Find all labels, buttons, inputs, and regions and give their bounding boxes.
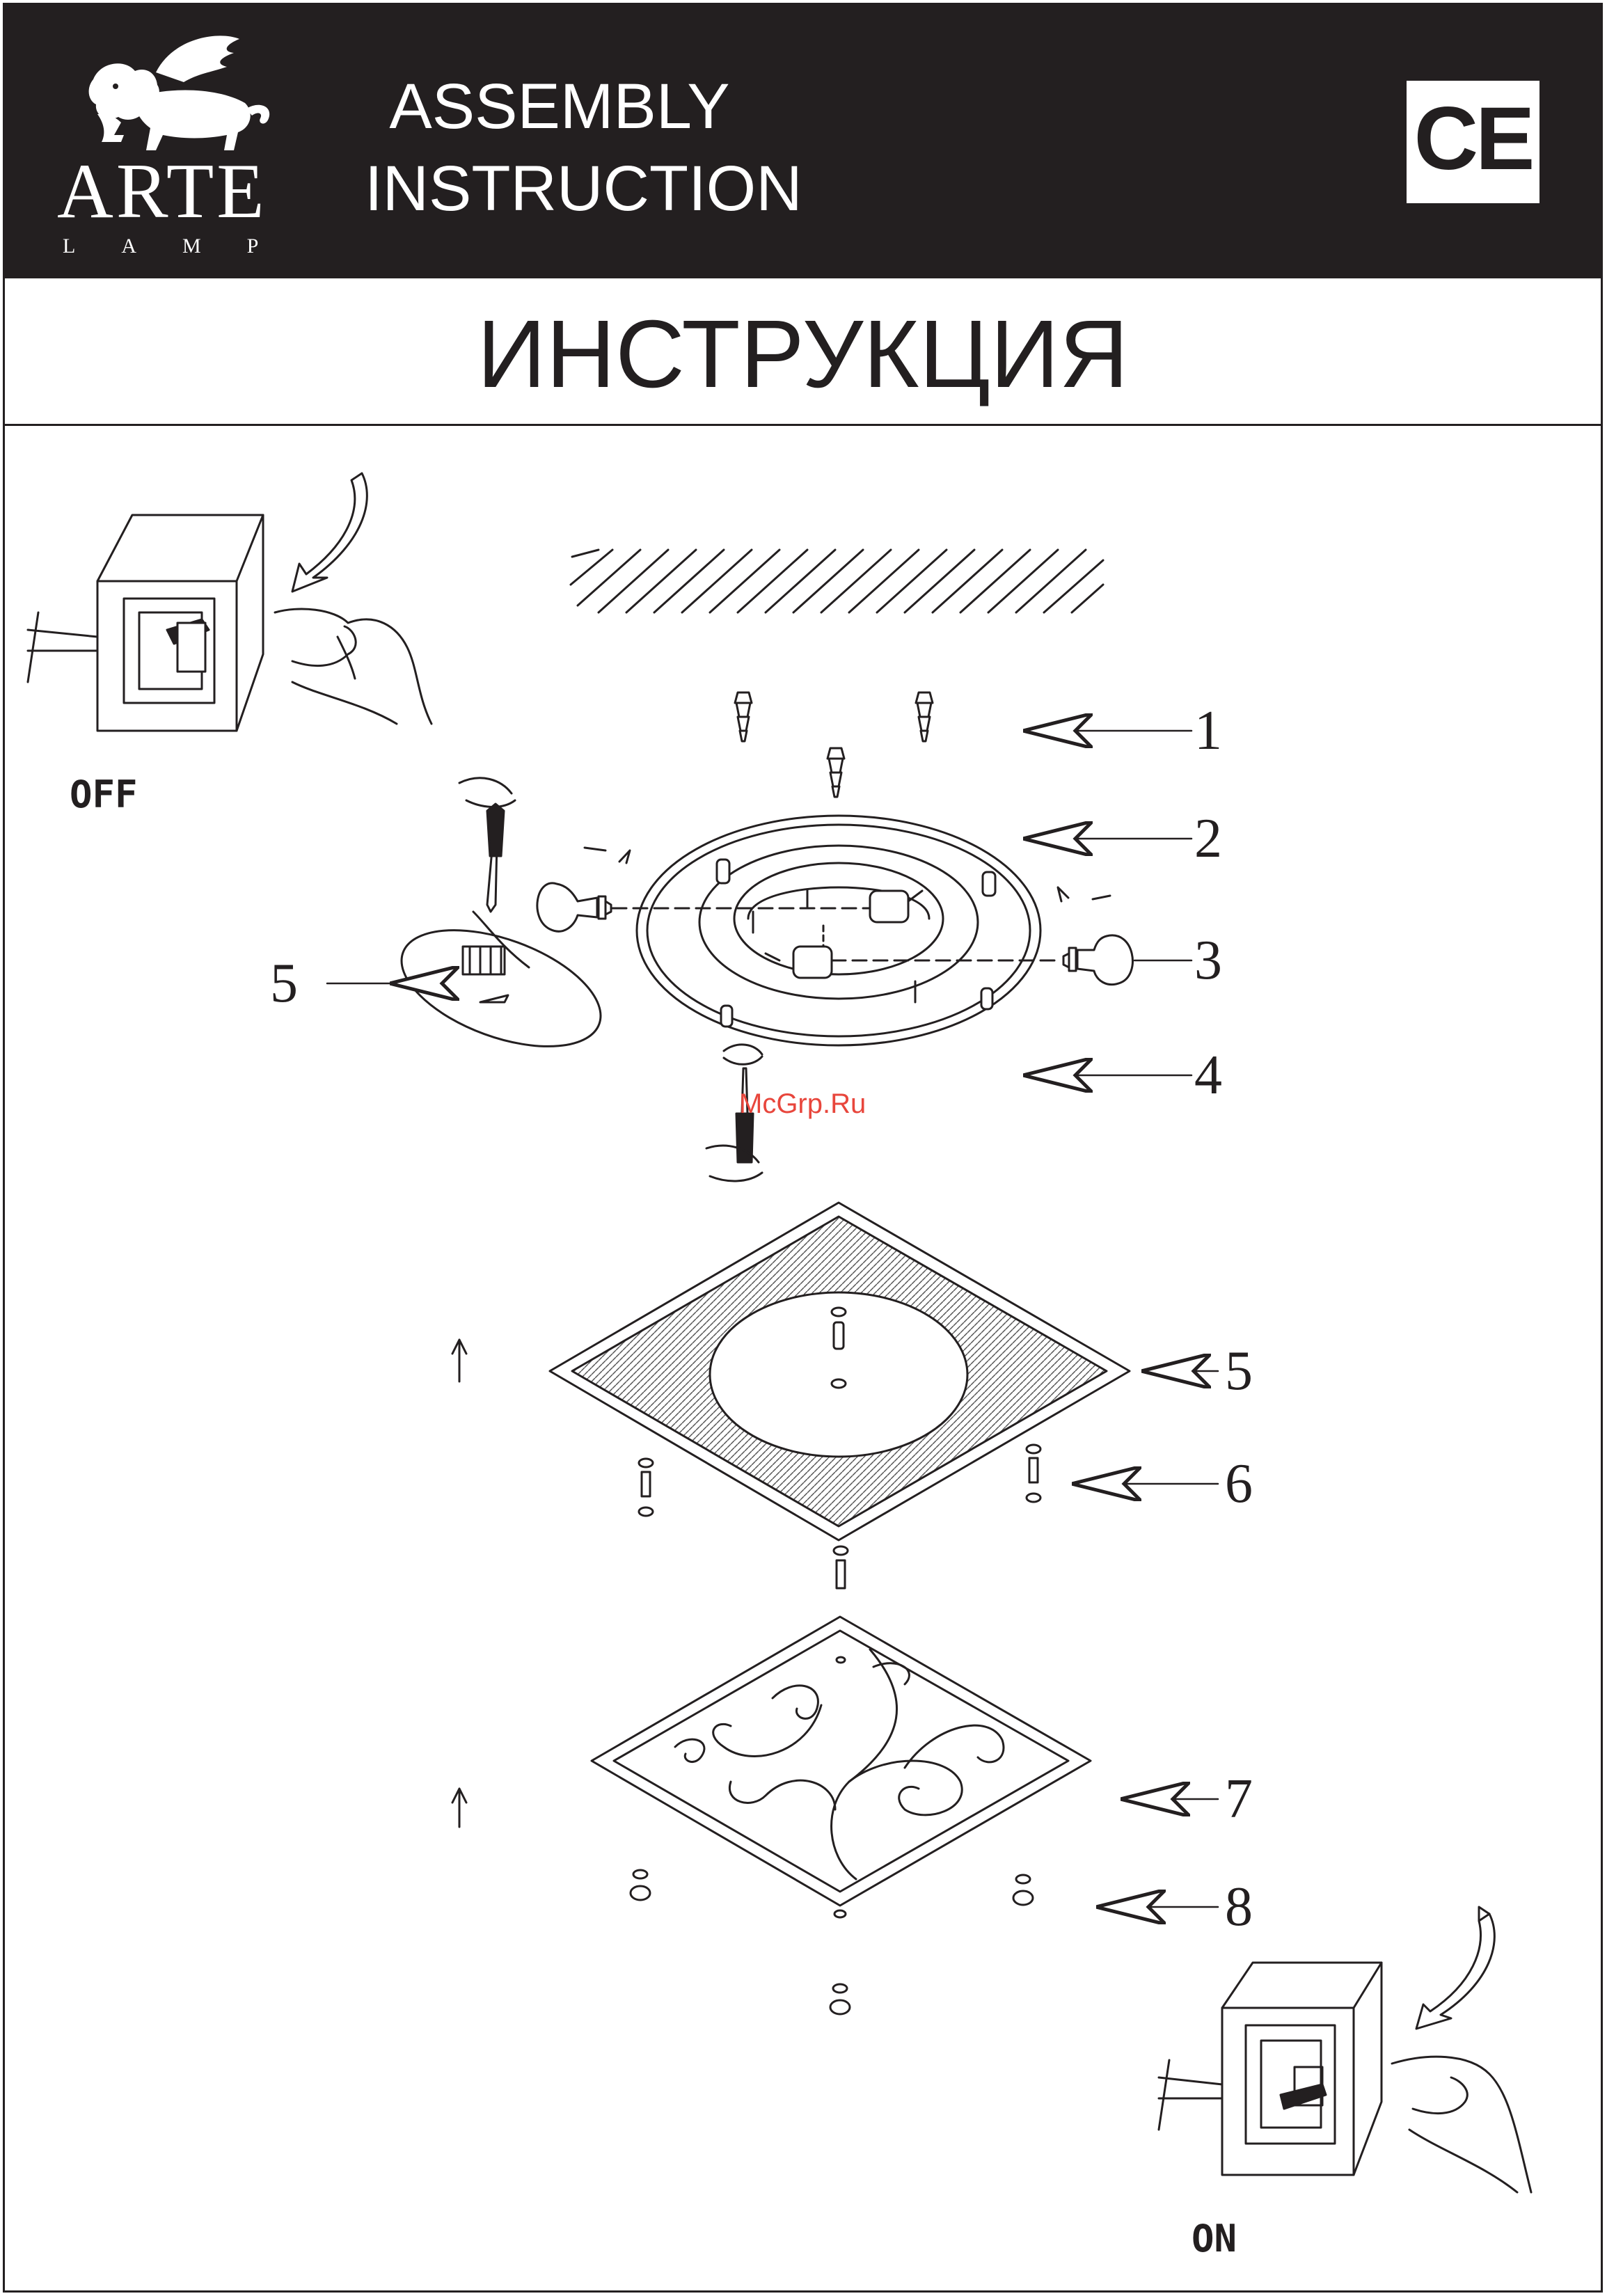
- callout-8: 8: [1225, 1879, 1253, 1935]
- wall-anchor-icon: [735, 692, 933, 797]
- curved-arrow-icon: [1416, 1907, 1494, 2029]
- mesh-frame-plate: [550, 1203, 1130, 1540]
- callout-7: 7: [1225, 1771, 1253, 1827]
- callout-5-top: 5: [270, 956, 298, 1011]
- callout-1: 1: [1194, 703, 1222, 759]
- callout-6: 6: [1225, 1456, 1253, 1512]
- ceiling-hatching: [571, 550, 1103, 612]
- switch-on-label: ON: [1192, 2220, 1237, 2258]
- watermark: McGrp.Ru: [739, 1090, 866, 1118]
- decorative-glass-panel: [592, 1617, 1091, 1917]
- screwdriver-icon: [459, 778, 515, 912]
- callout-2: 2: [1194, 811, 1222, 866]
- hand-icon: [275, 609, 432, 724]
- callout-4: 4: [1194, 1047, 1222, 1103]
- terminal-block-icon: [386, 907, 616, 1070]
- curved-arrow-icon: [292, 473, 367, 592]
- callout-5: 5: [1225, 1343, 1253, 1399]
- wall-switch-icon: [1159, 1963, 1382, 2175]
- up-arrow-icon: [452, 1789, 466, 1827]
- light-bulb-icon: [537, 883, 611, 931]
- wall-switch-icon: [28, 515, 263, 731]
- switch-off-label: OFF: [70, 776, 138, 814]
- ceiling-base-plate: [637, 816, 1040, 1045]
- light-bulb-icon: [1063, 935, 1132, 985]
- callout-3: 3: [1194, 933, 1222, 988]
- hand-icon: [1392, 2057, 1531, 2192]
- up-arrow-icon: [452, 1340, 466, 1381]
